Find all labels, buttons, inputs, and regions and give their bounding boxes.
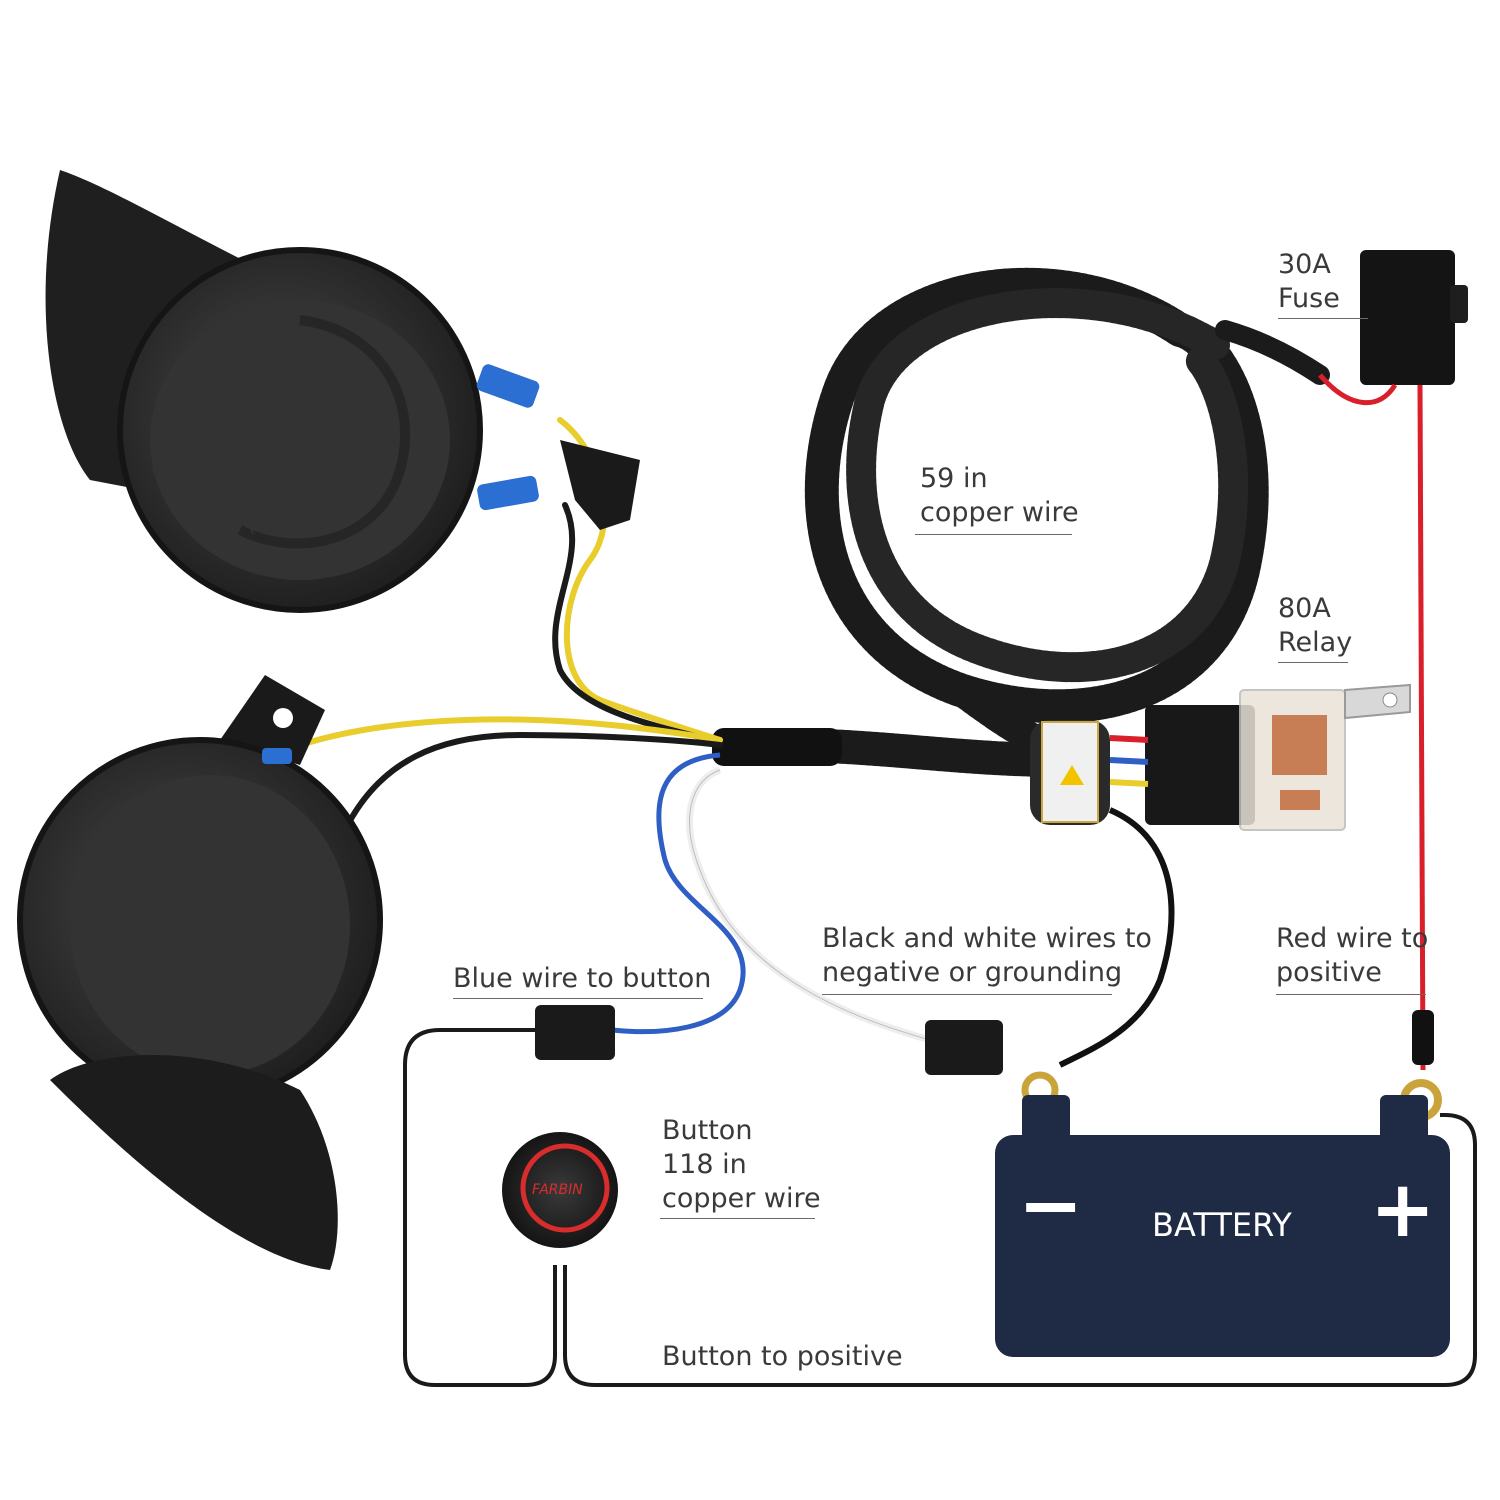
- copper-wire-label-line2: copper wire: [920, 497, 1079, 528]
- button-ring: [520, 1143, 610, 1233]
- fuse-label-line2: Fuse: [1278, 283, 1340, 314]
- red-wire-label-line1: Red wire to: [1276, 923, 1429, 954]
- fuse-red-lead: [1318, 373, 1398, 406]
- harness-coil-inner: [846, 288, 1249, 683]
- battery-label: BATTERY: [1152, 1206, 1292, 1244]
- button-wire-loop: [403, 1028, 1477, 1387]
- battery: − BATTERY +: [995, 1095, 1450, 1357]
- black-wire-lower: [342, 731, 723, 833]
- battery-body: [995, 1135, 1450, 1357]
- button-label-line2: 118 in: [662, 1149, 747, 1180]
- blue-wire-connector: [535, 1005, 615, 1060]
- black-wire-upper: [552, 502, 723, 745]
- black-wire-to-ground: [1058, 807, 1175, 1068]
- lower-horn-bracket: [220, 675, 325, 765]
- battery-terminal-positive: [1380, 1095, 1428, 1140]
- harness-to-fuse: [1215, 320, 1330, 385]
- fuse-label-line1: 30A: [1278, 249, 1331, 280]
- lower-horn-face: [70, 775, 350, 1075]
- fuse-holder: [1318, 250, 1468, 406]
- blue-wire-label-underline: [453, 998, 703, 999]
- upper-horn: FARBIN 12V H-510Hz: [45, 170, 640, 613]
- button-label-underline: [660, 1218, 815, 1219]
- copper-wire-label-line1: 59 in: [920, 463, 988, 494]
- relay-label-line2: Relay: [1278, 627, 1353, 658]
- fuse-label-underline: [1278, 318, 1368, 319]
- lower-horn-flare: [50, 1055, 338, 1270]
- relay-yellow-lead: [1109, 779, 1149, 787]
- lower-horn-bracket-hole: [273, 708, 293, 728]
- relay-label-line1: 80A: [1278, 593, 1331, 624]
- upper-horn-terminal-1: [476, 364, 540, 408]
- battery-minus: −: [1018, 1161, 1083, 1251]
- fuse-clip: [1450, 285, 1468, 323]
- ground-connector: [925, 1020, 1003, 1075]
- upper-horn-bracket: [560, 440, 640, 530]
- white-wire-to-ground: [686, 766, 931, 1044]
- yellow-wire-lower: [297, 716, 723, 748]
- white-wire-outline: [689, 769, 931, 1041]
- button-to-positive-label: Button to positive: [662, 1341, 903, 1372]
- relay-label-underline: [1278, 662, 1348, 663]
- harness-coil-outer: [804, 267, 1269, 724]
- black-white-wires-label-line1: Black and white wires to: [822, 923, 1152, 954]
- lower-horn: FARBIN: [17, 675, 383, 1270]
- relay-copper-contact: [1272, 715, 1327, 775]
- battery-terminal-negative: [1022, 1095, 1070, 1140]
- lower-horn-terminal: [262, 748, 292, 764]
- relay-blue-lead: [1109, 757, 1149, 765]
- upper-horn-terminal-2: [477, 475, 539, 511]
- heat-shrink-sleeve: [712, 728, 842, 766]
- red-wire-label-underline: [1276, 994, 1426, 995]
- fuse-housing: [1360, 250, 1455, 385]
- relay-red-lead: [1109, 735, 1149, 743]
- blue-wire-label: Blue wire to button: [453, 963, 712, 994]
- relay-warning-icon: [1060, 765, 1084, 785]
- relay-mount-bracket: [1344, 683, 1411, 720]
- black-white-wires-label-underline: [822, 994, 1112, 995]
- black-white-wires-label-line2: negative or grounding: [822, 957, 1123, 988]
- blue-wire-to-button: [611, 752, 746, 1035]
- button-label-line3: copper wire: [662, 1183, 821, 1214]
- upper-horn-spiral: [237, 315, 411, 549]
- copper-wire-label-underline: [915, 534, 1072, 535]
- red-wire-to-positive: [1417, 384, 1426, 1071]
- battery-plus: +: [1370, 1165, 1435, 1255]
- button-label-line1: Button: [662, 1115, 753, 1146]
- button: FARBIN: [502, 1132, 618, 1248]
- relay-socket: [1145, 705, 1255, 825]
- button-brand: FARBIN: [532, 1182, 583, 1198]
- red-wire-label-line2: positive: [1276, 957, 1382, 988]
- relay-copper-tab: [1280, 790, 1320, 810]
- relay-mount-hole: [1382, 692, 1398, 708]
- relay: [1030, 683, 1411, 831]
